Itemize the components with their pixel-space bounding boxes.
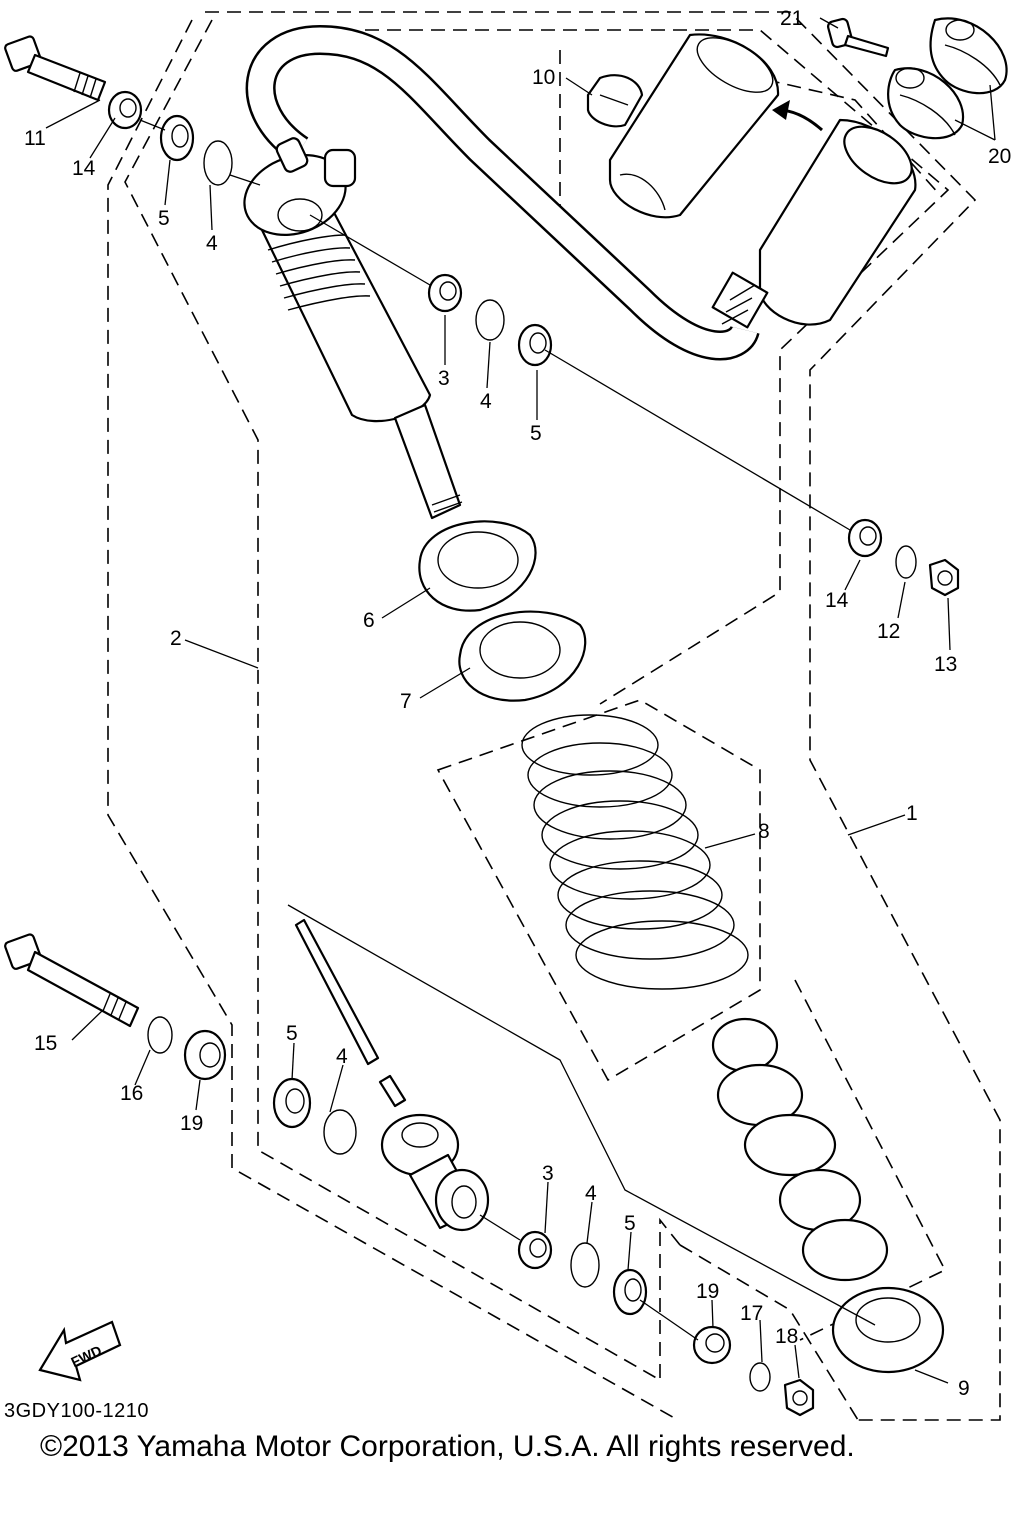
label-part-15: 15 — [34, 1032, 57, 1055]
label-part-8: 8 — [758, 820, 770, 843]
label-part-21: 21 — [780, 7, 803, 30]
part-4-circlip-lower-left — [323, 1109, 357, 1155]
label-part-3: 3 — [542, 1162, 554, 1185]
part-15-bolt — [4, 933, 140, 1028]
part-4-circlip-lower — [570, 1242, 600, 1288]
label-part-14: 14 — [825, 589, 849, 612]
label-part-5: 5 — [530, 422, 542, 445]
shock-body — [243, 137, 463, 520]
label-part-6: 6 — [363, 609, 375, 632]
copyright-notice: ©2013 Yamaha Motor Corporation, U.S.A. A… — [40, 1430, 855, 1463]
reservoir-hose — [245, 24, 760, 361]
part-19-bushing-left — [183, 1029, 227, 1081]
label-part-7: 7 — [400, 690, 412, 713]
label-part-2: 2 — [170, 627, 182, 650]
label-part-4: 4 — [336, 1045, 348, 1068]
diagram-reference-code: 3GDY100-1210 — [4, 1400, 149, 1422]
label-part-16: 16 — [120, 1082, 143, 1105]
assembly-lines — [139, 119, 876, 1341]
lower-clevis — [380, 1113, 490, 1232]
damper-rod — [294, 918, 407, 1108]
part-21-bolt — [826, 17, 890, 58]
label-part-11: 11 — [24, 127, 46, 150]
part-14-bushing-upper-left — [107, 90, 143, 130]
part-18-nut — [783, 1378, 815, 1417]
part-9-spring-seat — [831, 1286, 945, 1374]
part-10-reservoir-cap — [586, 74, 644, 128]
label-part-10: 10 — [532, 66, 555, 89]
label-part-20: 20 — [988, 145, 1011, 168]
arrow-icon — [772, 100, 823, 132]
part-13-nut — [928, 558, 960, 597]
label-part-12: 12 — [877, 620, 900, 643]
part-5-bearing-upper-left — [159, 114, 195, 162]
lower-bumper-stack — [711, 1017, 889, 1282]
part-4-circlip-upper-left — [203, 140, 233, 186]
part-17-washer — [749, 1362, 771, 1392]
label-part-4: 4 — [206, 232, 218, 255]
label-part-3: 3 — [438, 367, 450, 390]
part-5-bearing-lower-left — [272, 1077, 312, 1129]
reservoir-cover — [608, 33, 780, 219]
label-part-5: 5 — [158, 207, 170, 230]
part-11-bolt — [4, 35, 107, 102]
part-12-washer — [895, 545, 917, 579]
part-14-bushing-right — [847, 518, 883, 558]
label-part-13: 13 — [934, 653, 957, 676]
label-part-4: 4 — [585, 1182, 597, 1205]
label-part-19: 19 — [696, 1280, 719, 1303]
label-part-1: 1 — [906, 802, 918, 825]
part-4-circlip-upper — [475, 299, 505, 341]
part-19-bushing-lower — [692, 1325, 732, 1365]
part-5-bearing-lower — [612, 1268, 648, 1316]
label-part-19: 19 — [180, 1112, 203, 1135]
label-part-14: 14 — [72, 157, 96, 180]
part-20-band — [887, 17, 1008, 140]
leader-lines — [45, 17, 996, 1384]
label-part-17: 17 — [740, 1302, 763, 1325]
part-7-ring-nut — [458, 610, 587, 702]
part-3-bushing-lower — [517, 1230, 553, 1270]
part-16-washer — [147, 1016, 173, 1054]
label-part-5: 5 — [286, 1022, 298, 1045]
label-part-5: 5 — [624, 1212, 636, 1235]
label-part-4: 4 — [480, 390, 492, 413]
part-6-ring-nut — [418, 520, 537, 612]
part-5-bearing-upper — [517, 323, 553, 367]
label-part-9: 9 — [958, 1377, 970, 1400]
fwd-arrow-icon: FWD — [38, 1320, 122, 1382]
shock-fins — [267, 234, 371, 311]
callout-labels: 1 2 3 3 4 4 4 4 5 5 5 5 6 7 8 9 10 11 12… — [24, 7, 1011, 1400]
label-part-18: 18 — [775, 1325, 798, 1348]
part-3-bushing-upper — [427, 273, 463, 313]
reservoir-cylinder — [711, 118, 917, 329]
part-8-spring — [521, 714, 749, 990]
